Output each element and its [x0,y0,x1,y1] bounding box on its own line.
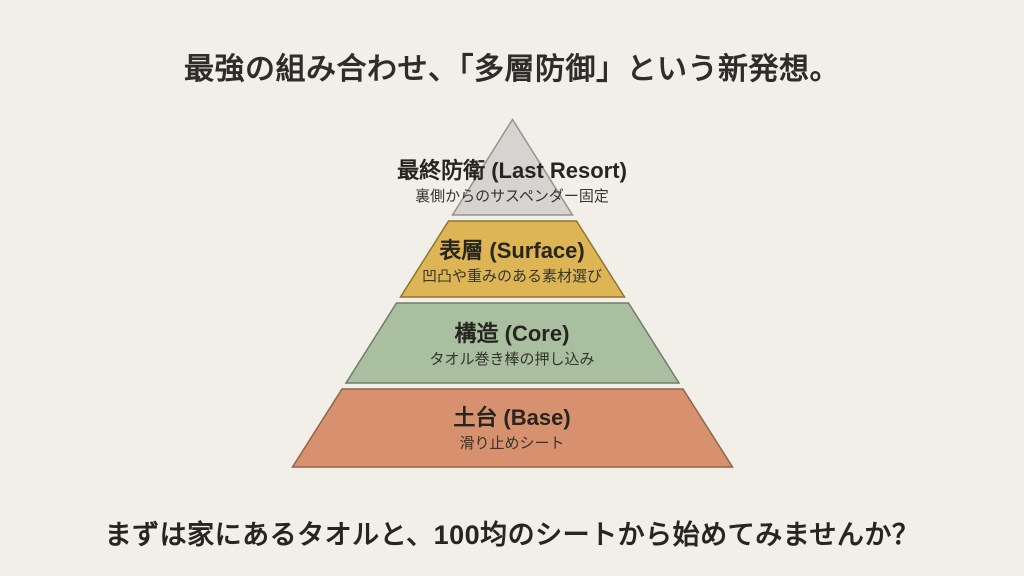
pyramid-layer-last-resort-shape [451,118,574,216]
pyramid-layer-base-shape [291,388,734,468]
pyramid-layer-core-shape [344,302,681,384]
slide-footer: まずは家にあるタオルと、100均のシートから始めてみませんか？ [104,520,920,550]
slide-title: 最強の組み合わせ、「多層防御」という新発想。 [184,53,840,86]
pyramid-layer-surface-shape [399,220,626,298]
